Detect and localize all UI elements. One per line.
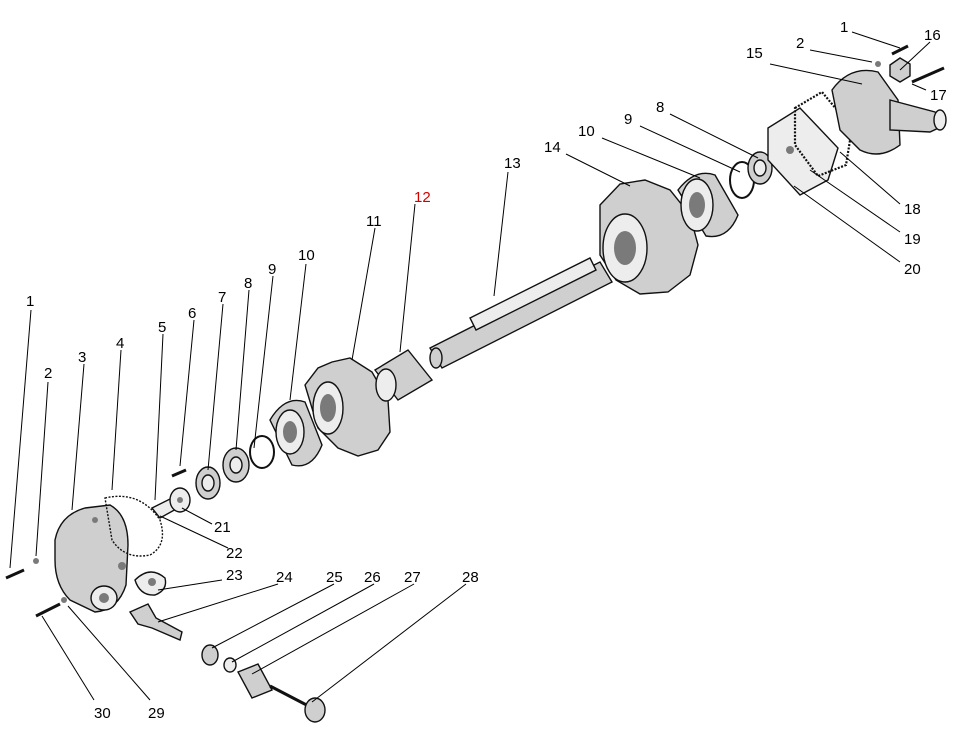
callout-2-top: 2 bbox=[796, 35, 804, 52]
callout-30: 30 bbox=[94, 705, 111, 722]
housing-right-15[interactable] bbox=[831, 69, 947, 155]
callout-25: 25 bbox=[326, 569, 343, 586]
gear-11[interactable] bbox=[304, 357, 391, 457]
washer-29[interactable] bbox=[61, 597, 67, 603]
callout-16: 16 bbox=[924, 27, 941, 44]
gasket-left[interactable] bbox=[104, 495, 164, 557]
cover-plate-20[interactable] bbox=[767, 107, 839, 196]
bearing-8-right[interactable] bbox=[747, 151, 773, 185]
housing-left[interactable] bbox=[54, 504, 129, 613]
callout-13: 13 bbox=[504, 155, 521, 172]
callout-14: 14 bbox=[544, 139, 561, 156]
shaft-13[interactable] bbox=[429, 257, 613, 369]
callout-27: 27 bbox=[404, 569, 421, 586]
callout-7: 7 bbox=[218, 289, 226, 306]
shaft-28[interactable] bbox=[269, 684, 326, 723]
callout-4: 4 bbox=[116, 335, 124, 352]
callout-18: 18 bbox=[904, 201, 921, 218]
nut-25[interactable] bbox=[201, 644, 219, 666]
callout-11: 11 bbox=[366, 213, 382, 230]
callout-28: 28 bbox=[462, 569, 479, 586]
bearing-10-left[interactable] bbox=[269, 399, 323, 467]
washer-2-top[interactable] bbox=[875, 61, 881, 67]
callout-2-left: 2 bbox=[44, 365, 52, 382]
gear-14[interactable] bbox=[599, 179, 699, 295]
callout-23: 23 bbox=[226, 567, 243, 584]
drive-gear-24[interactable] bbox=[128, 603, 183, 641]
bolt-30[interactable] bbox=[35, 602, 61, 618]
callout-10-mid: 10 bbox=[298, 247, 315, 264]
flange-23[interactable] bbox=[134, 571, 167, 596]
callout-26: 26 bbox=[364, 569, 381, 586]
callout-9-mid: 9 bbox=[268, 261, 276, 278]
bolt-17[interactable] bbox=[911, 66, 945, 84]
callout-8-top: 8 bbox=[656, 99, 664, 116]
callout-15: 15 bbox=[746, 45, 763, 62]
callout-3: 3 bbox=[78, 349, 86, 366]
callout-22: 22 bbox=[226, 545, 243, 562]
callout-29: 29 bbox=[148, 705, 165, 722]
callout-21: 21 bbox=[214, 519, 231, 536]
screw-1-left[interactable] bbox=[5, 568, 25, 580]
callout-5: 5 bbox=[158, 319, 166, 336]
callout-labels: 1 2 16 15 17 8 9 10 14 13 12 11 10 9 8 7… bbox=[26, 19, 947, 722]
callout-1-left: 1 bbox=[26, 293, 34, 310]
sleeve-27[interactable] bbox=[237, 663, 273, 699]
gasket-19[interactable] bbox=[793, 90, 854, 178]
bearing-10-right[interactable] bbox=[677, 172, 739, 238]
callout-9-top: 9 bbox=[624, 111, 632, 128]
screw-1-top[interactable] bbox=[891, 44, 909, 56]
callout-6: 6 bbox=[188, 305, 196, 322]
snap-ring-9-left[interactable] bbox=[249, 435, 275, 469]
leader-lines bbox=[9, 31, 931, 703]
bearing-nut-7[interactable] bbox=[195, 466, 221, 500]
washer-2-left[interactable] bbox=[33, 558, 39, 564]
pin-6[interactable] bbox=[171, 468, 187, 478]
washer-26[interactable] bbox=[223, 657, 237, 673]
parts-layer bbox=[5, 44, 947, 723]
callout-12: 12 bbox=[414, 189, 431, 206]
callout-19: 19 bbox=[904, 231, 921, 248]
callout-24: 24 bbox=[276, 569, 293, 586]
callout-1-top: 1 bbox=[840, 19, 848, 36]
bearing-8-left[interactable] bbox=[222, 447, 250, 483]
washer-21[interactable] bbox=[169, 487, 191, 513]
callout-8-mid: 8 bbox=[244, 275, 252, 292]
callout-10-top: 10 bbox=[578, 123, 595, 140]
sleeve-12[interactable] bbox=[373, 349, 434, 402]
callout-20: 20 bbox=[904, 261, 921, 278]
callout-17: 17 bbox=[930, 87, 947, 104]
